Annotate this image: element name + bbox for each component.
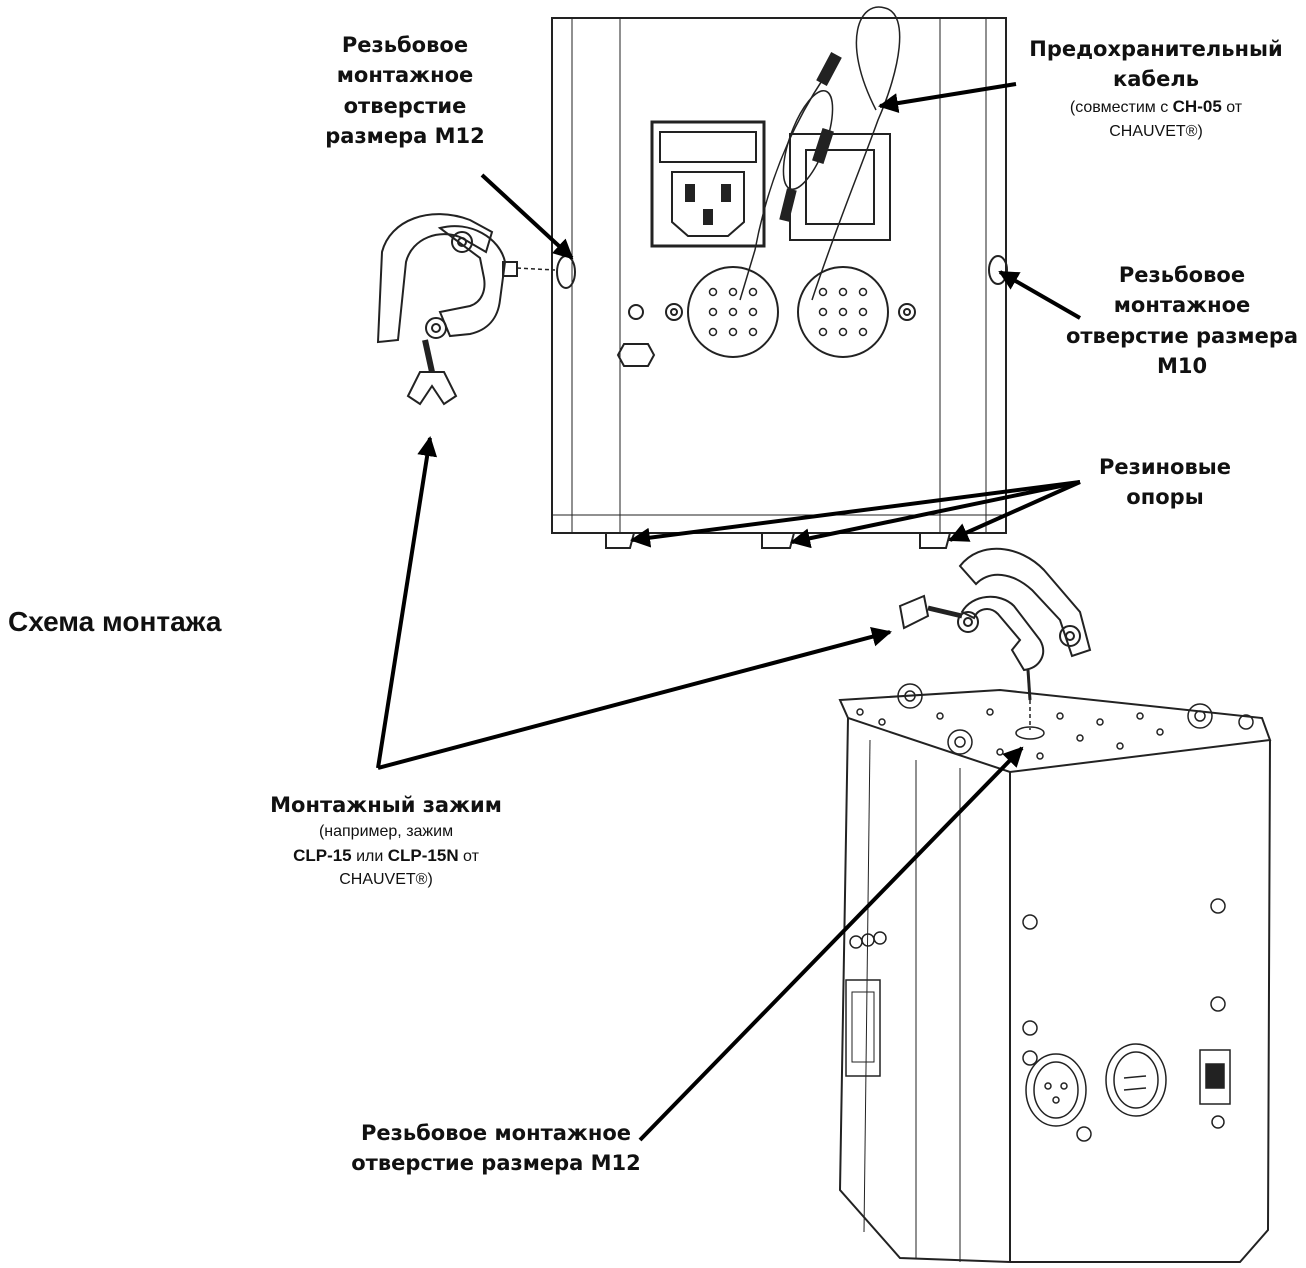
label-right-hole: Резьбовое монтажное отверстие размера M1… <box>1065 263 1299 379</box>
clamp-top <box>376 213 556 406</box>
pointer-arrows <box>376 82 1081 1142</box>
top-fixture <box>551 6 1008 549</box>
bottom-fixture <box>838 683 1272 1263</box>
label-bottom-hole: Резьбовое монтажное отверстие размера M1… <box>351 1121 641 1176</box>
label-rubber-feet: Резиновые опоры <box>1098 455 1231 510</box>
diagram-title: Схема монтажа <box>8 606 222 637</box>
clamp-bottom <box>898 547 1092 730</box>
label-safety-cable: Предохранительный кабель (совместим с CH… <box>1029 37 1283 140</box>
label-clamp: Монтажный зажим (например, зажим CLP-15 … <box>270 793 502 889</box>
label-top-left-hole: Резьбовое монтажное отверстие размера M1… <box>325 33 485 149</box>
